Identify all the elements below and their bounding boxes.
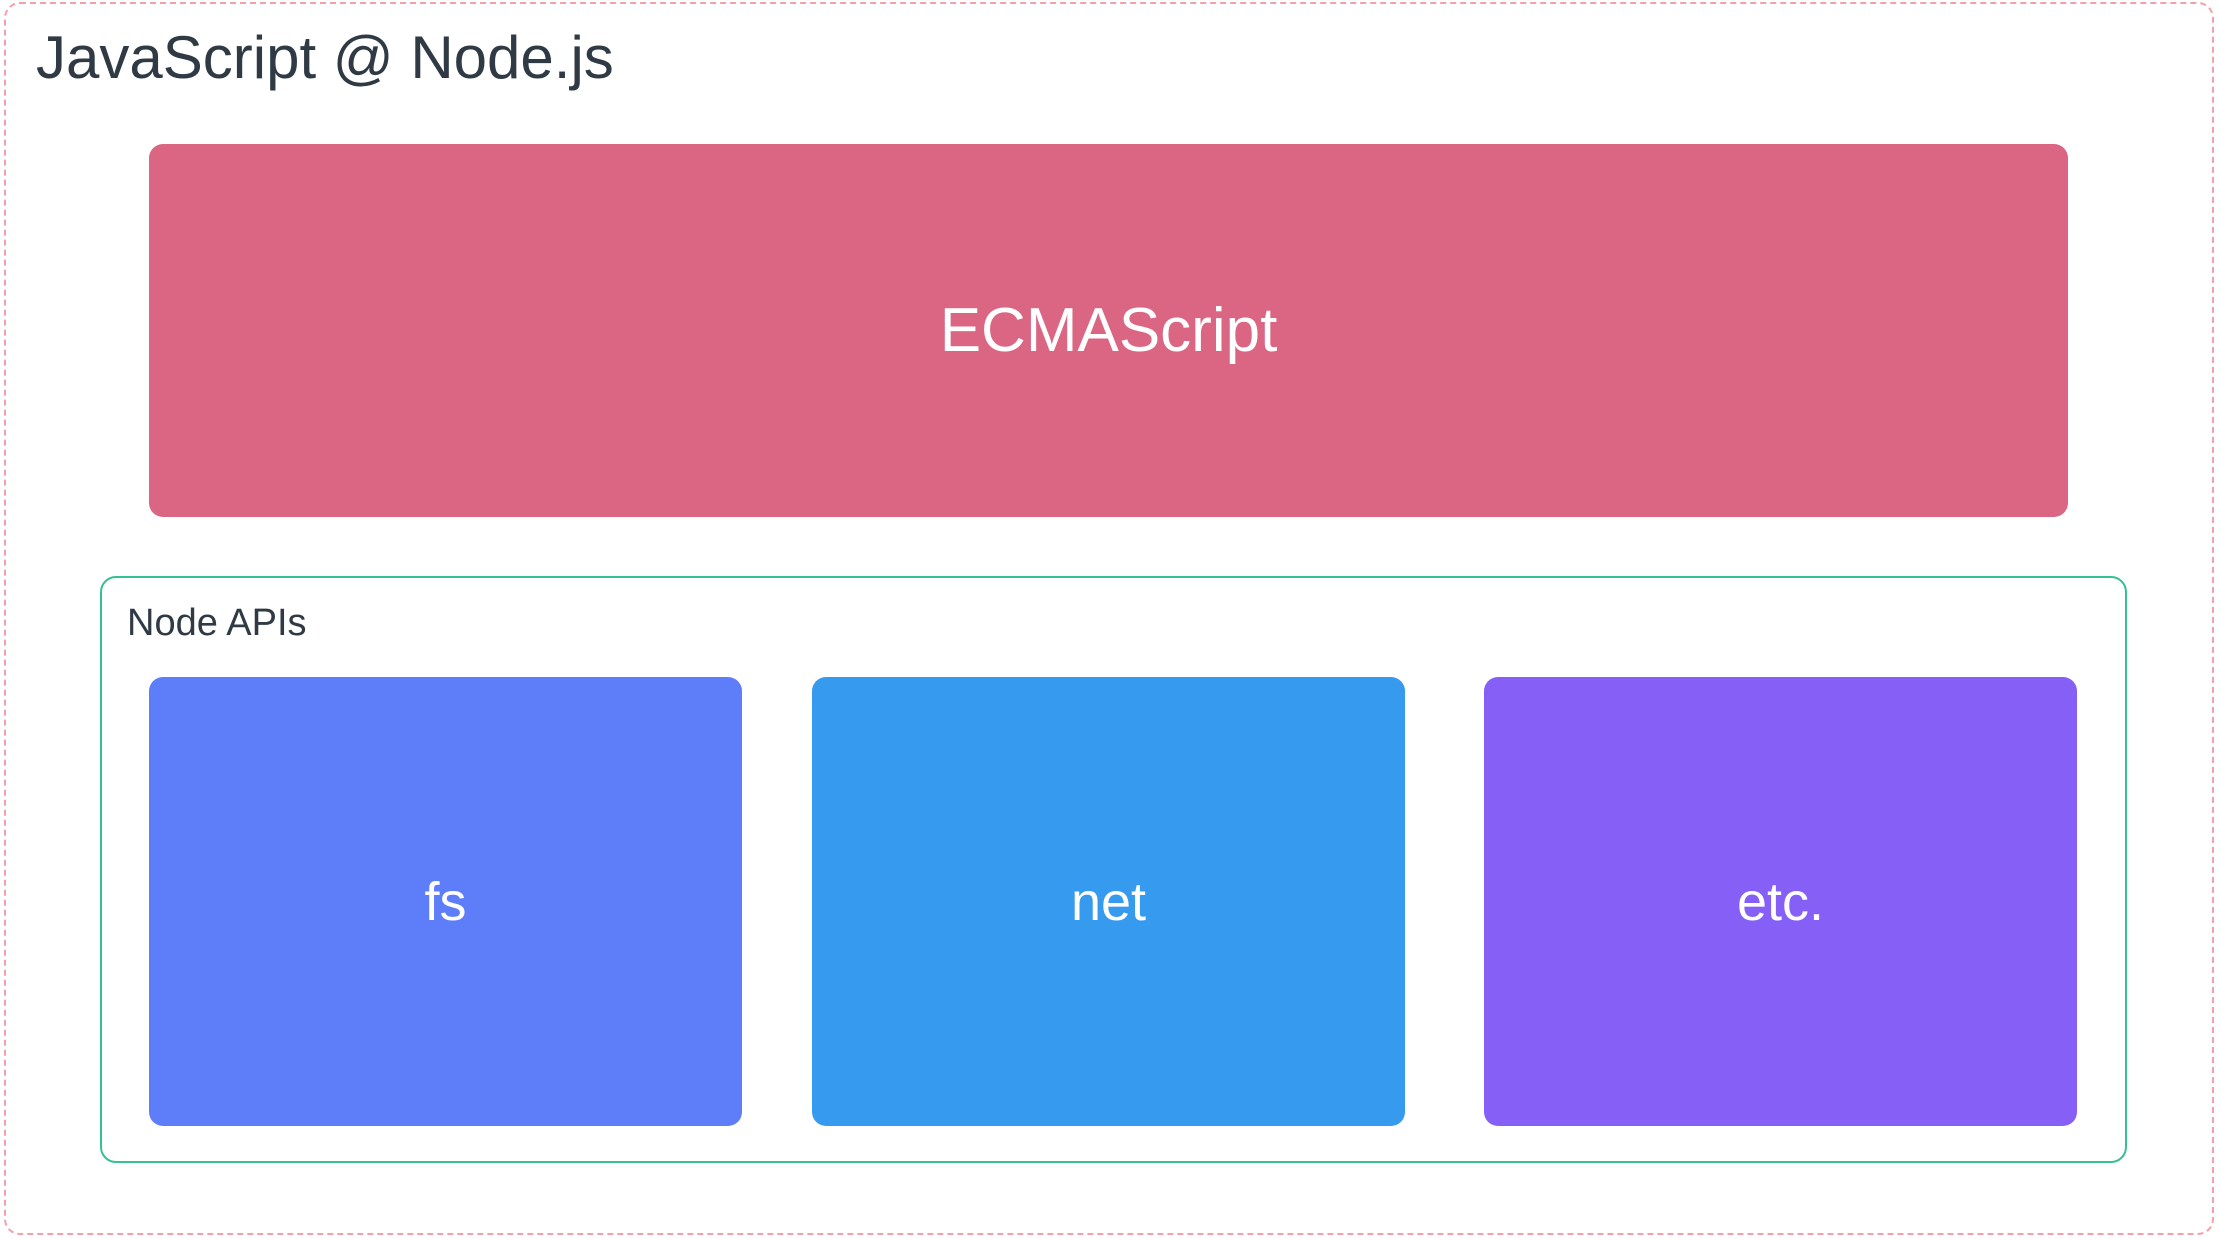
fs-module-label: fs [424,871,467,932]
ecmascript-label: ECMAScript [939,296,1278,365]
node-apis-label: Node APIs [127,602,307,644]
etc-module-label: etc. [1736,871,1825,932]
ecmascript-block: ECMAScript [149,144,2068,517]
javascript-runtime-frame [4,2,2214,1235]
net-module-block: net [812,677,1405,1126]
etc-module-block: etc. [1484,677,2077,1126]
node-apis-group [100,576,2127,1163]
net-module-label: net [1070,871,1147,932]
diagram-title: JavaScript @ Node.js [36,24,614,91]
fs-module-block: fs [149,677,742,1126]
